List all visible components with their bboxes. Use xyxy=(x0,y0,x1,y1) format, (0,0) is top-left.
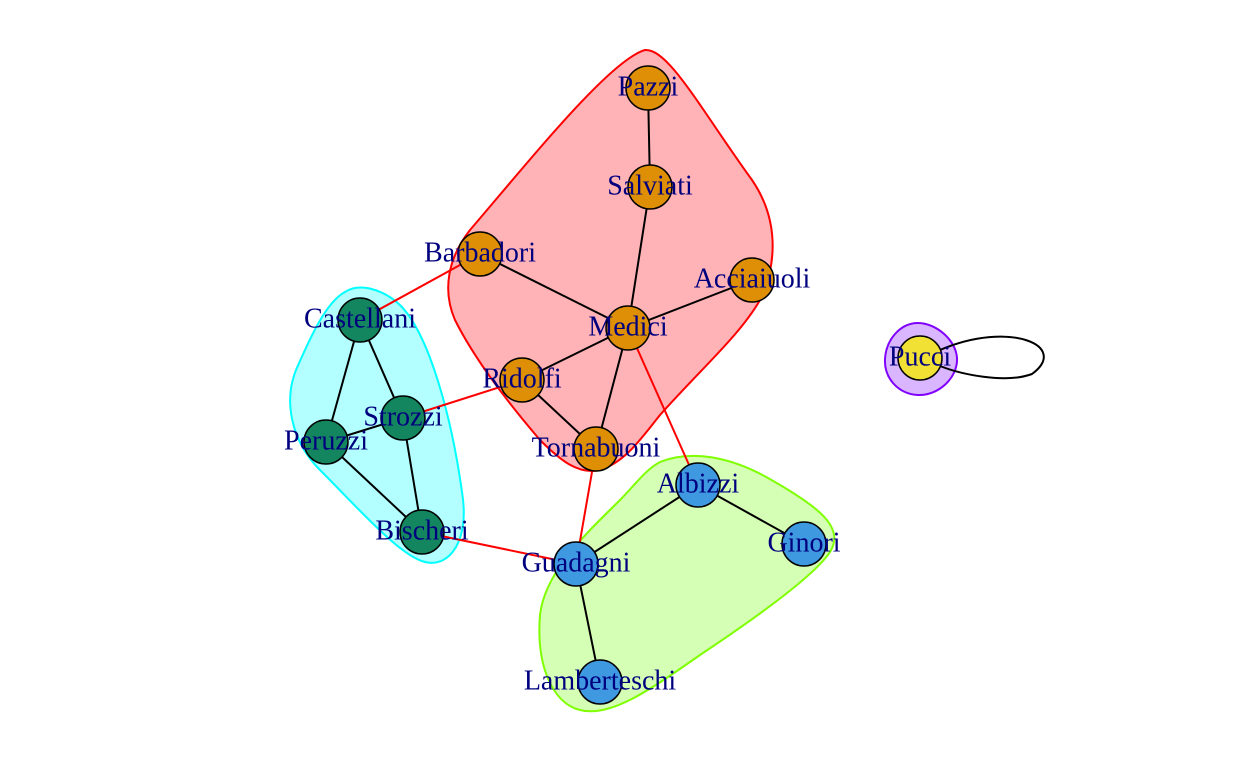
node-ginori xyxy=(781,521,827,567)
edge-albizzi-guadagni xyxy=(575,484,699,565)
node-bischeri xyxy=(399,509,445,555)
node-castellani xyxy=(337,297,383,343)
node-barbadori xyxy=(457,231,503,277)
nodes xyxy=(303,65,943,705)
node-lamberteschi xyxy=(577,659,623,705)
edge-pucci-self-loop xyxy=(939,335,1045,380)
node-salviati xyxy=(627,164,673,210)
node-pazzi xyxy=(625,65,671,111)
node-peruzzi xyxy=(303,419,349,465)
node-tornabuoni xyxy=(573,426,619,472)
node-medici xyxy=(605,305,651,351)
node-label-bischeri: Bischeri xyxy=(375,515,469,546)
node-label-salviati: Salviati xyxy=(607,170,693,201)
node-label-acciaiuoli: Acciaiuoli xyxy=(694,263,811,294)
node-label-lamberteschi: Lamberteschi xyxy=(524,665,677,696)
edge-barbadori-medici xyxy=(479,253,629,329)
node-label-tornabuoni: Tornabuoni xyxy=(532,432,661,463)
node-label-castellani: Castellani xyxy=(304,303,416,334)
node-guadagni xyxy=(553,541,599,587)
node-label-pucci: Pucci xyxy=(889,341,951,372)
node-pucci xyxy=(897,335,943,381)
edge-medici-albizzi xyxy=(627,327,699,486)
node-label-guadagni: Guadagni xyxy=(522,547,631,578)
node-label-medici: Medici xyxy=(588,311,668,342)
edge-barbadori-castellani xyxy=(359,253,481,321)
community-hulls xyxy=(289,48,959,713)
node-strozzi xyxy=(380,395,426,441)
node-labels: PazziSalviatiBarbadoriAcciaiuoliMediciRi… xyxy=(284,71,951,696)
node-label-pazzi: Pazzi xyxy=(618,71,679,102)
node-label-ginori: Ginori xyxy=(767,527,840,558)
node-label-strozzi: Strozzi xyxy=(363,401,443,432)
node-acciaiuoli xyxy=(729,257,775,303)
node-ridolfi xyxy=(499,357,545,403)
node-label-barbadori: Barbadori xyxy=(424,237,536,268)
node-albizzi xyxy=(675,462,721,508)
node-label-albizzi: Albizzi xyxy=(657,468,740,499)
edge-bischeri-guadagni xyxy=(421,531,577,565)
edge-salviati-medici xyxy=(627,186,651,329)
node-label-ridolfi: Ridolfi xyxy=(482,363,562,394)
node-label-peruzzi: Peruzzi xyxy=(284,425,368,456)
